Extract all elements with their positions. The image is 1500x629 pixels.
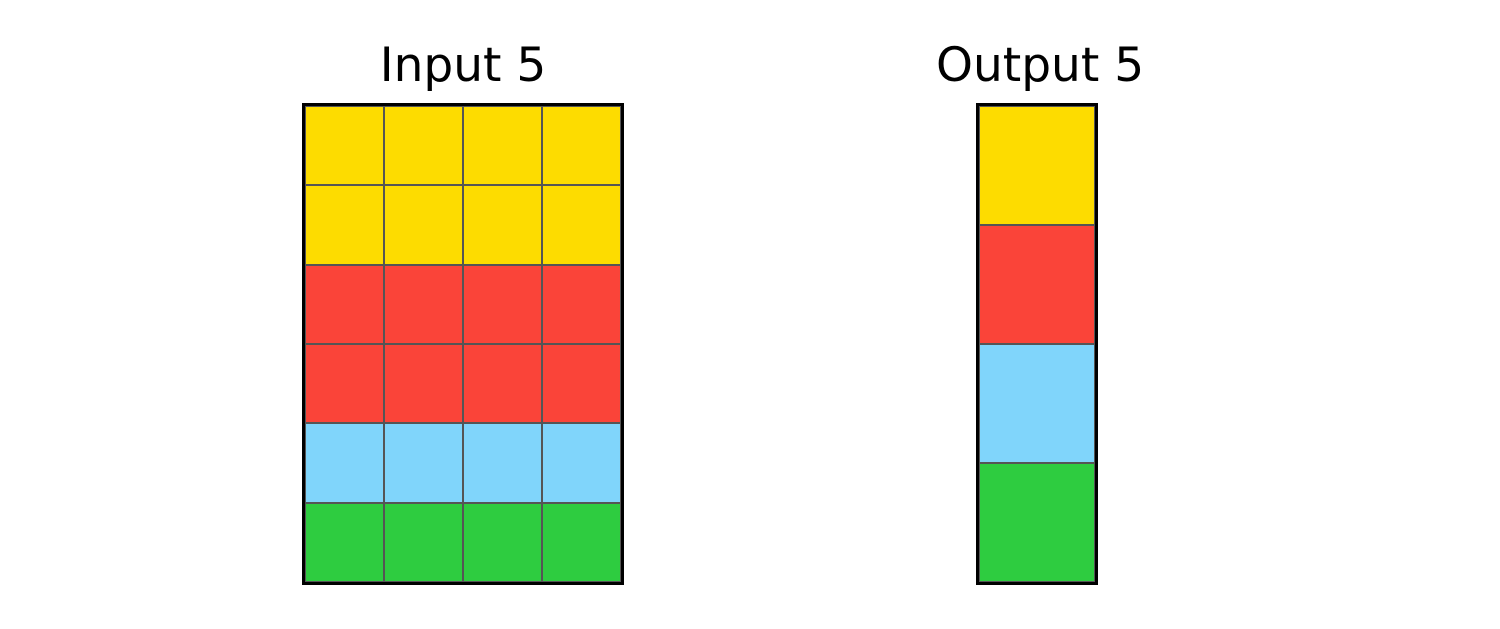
input-cell-r0-c0 — [305, 106, 384, 186]
input-cell-r2-c1 — [384, 264, 463, 344]
input-cell-r2-c2 — [463, 264, 542, 344]
input-cell-r3-c0 — [305, 344, 384, 424]
input-cell-r1-c2 — [463, 185, 542, 265]
output-cell-r0-c0 — [979, 106, 1095, 225]
input-cell-r4-c2 — [463, 423, 542, 503]
output-cell-r2-c0 — [979, 344, 1095, 463]
input-grid — [302, 103, 624, 585]
output-cell-r1-c0 — [979, 225, 1095, 344]
input-cell-r4-c3 — [542, 423, 621, 503]
input-cell-r5-c3 — [542, 502, 621, 582]
input-cell-r4-c0 — [305, 423, 384, 503]
input-cell-r1-c3 — [542, 185, 621, 265]
input-cell-r0-c1 — [384, 106, 463, 186]
output-grid — [976, 103, 1098, 585]
input-cell-r4-c1 — [384, 423, 463, 503]
input-cell-r5-c0 — [305, 502, 384, 582]
input-cell-r3-c3 — [542, 344, 621, 424]
output-title: Output 5 — [936, 38, 1145, 93]
input-cell-r5-c2 — [463, 502, 542, 582]
input-cell-r2-c0 — [305, 264, 384, 344]
input-title: Input 5 — [379, 38, 547, 93]
input-cell-r2-c3 — [542, 264, 621, 344]
input-cell-r1-c0 — [305, 185, 384, 265]
input-cell-r0-c3 — [542, 106, 621, 186]
input-cell-r1-c1 — [384, 185, 463, 265]
output-cell-r3-c0 — [979, 463, 1095, 582]
input-cell-r3-c1 — [384, 344, 463, 424]
input-cell-r5-c1 — [384, 502, 463, 582]
input-cell-r3-c2 — [463, 344, 542, 424]
input-cell-r0-c2 — [463, 106, 542, 186]
